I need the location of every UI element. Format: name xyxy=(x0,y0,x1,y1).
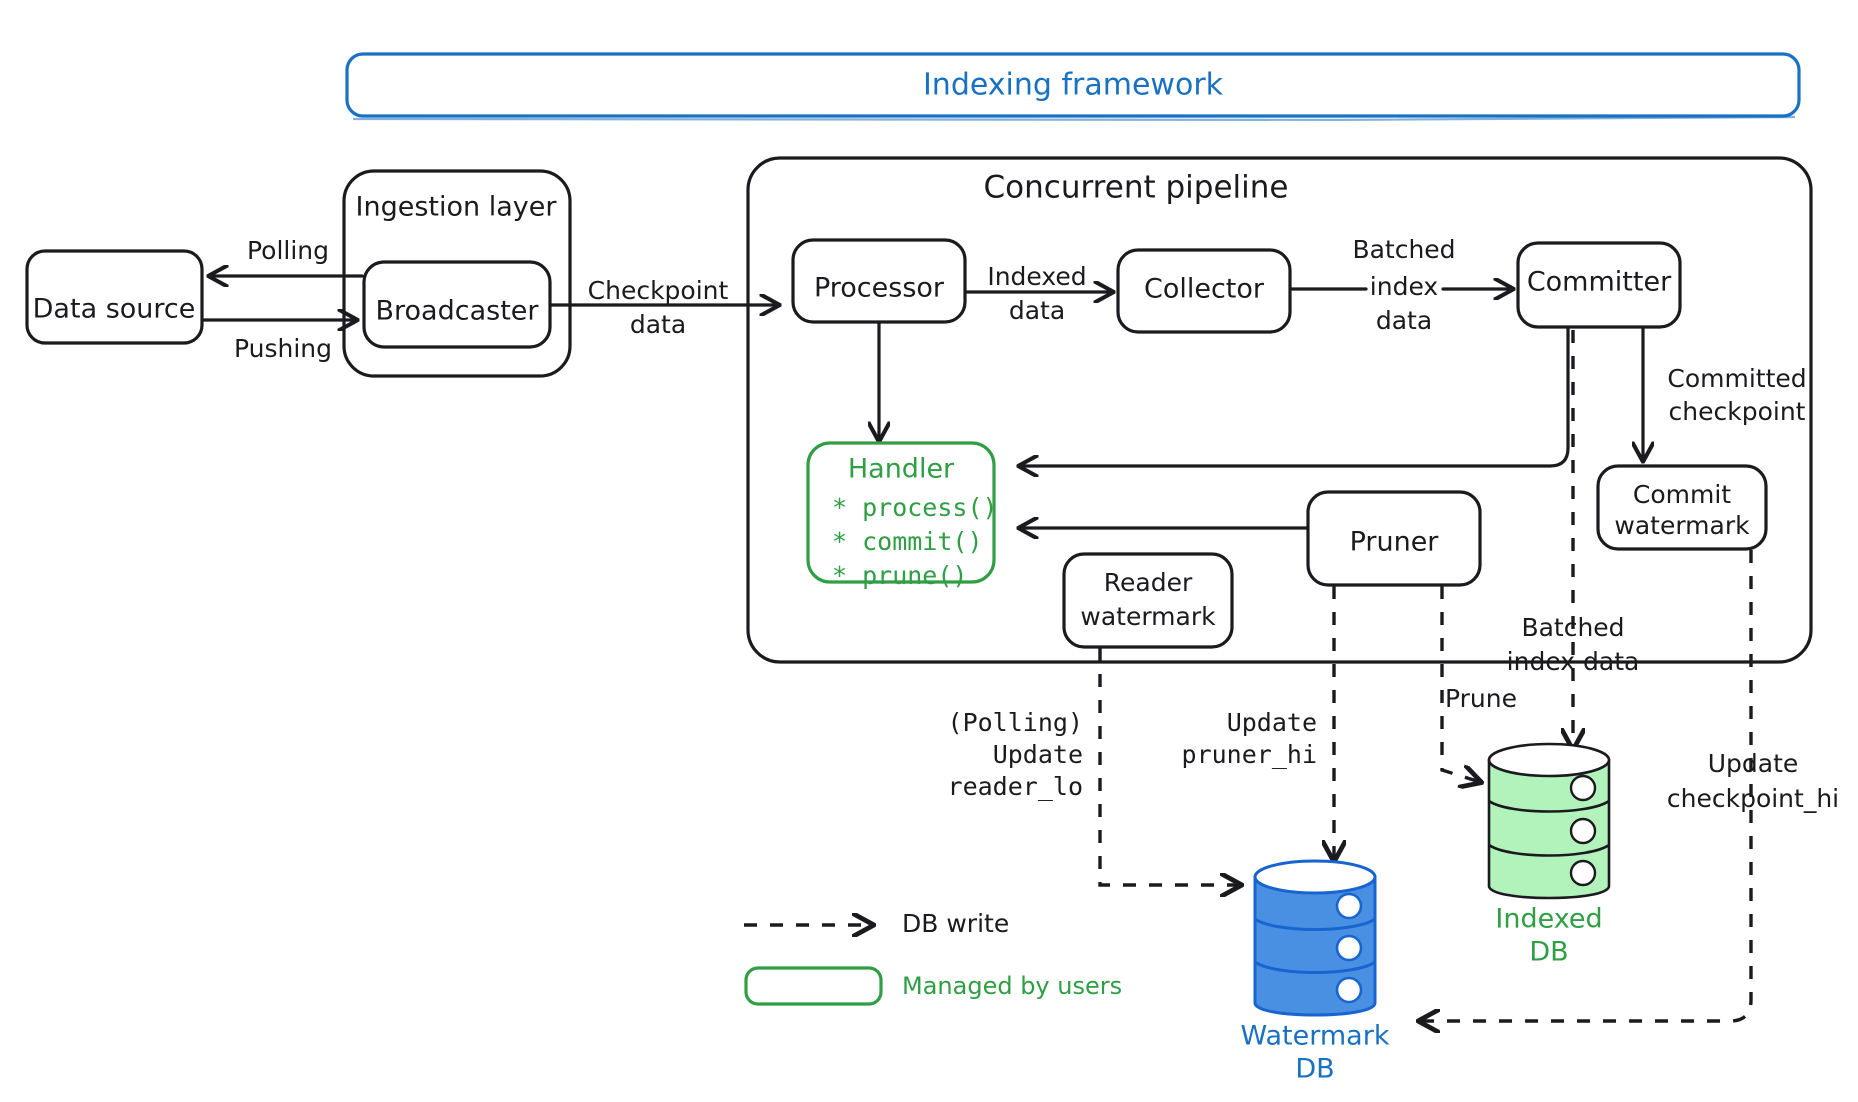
legend-db-write-row: DB write xyxy=(744,909,1009,938)
update-reader-lo-label-3: reader_lo xyxy=(948,772,1083,801)
legend-managed-row: Managed by users xyxy=(744,966,1122,1006)
node-processor[interactable]: Processor xyxy=(791,238,967,324)
node-collector[interactable]: Collector xyxy=(1116,248,1292,334)
indexed-data-label-2: data xyxy=(1009,296,1065,325)
edge-update-reader-lo: (Polling) Update reader_lo xyxy=(948,648,1240,885)
legend: DB write Managed by users xyxy=(744,909,1122,1006)
edge-update-pruner-hi: Update pruner_hi xyxy=(1182,586,1334,860)
committed-checkpoint-label-2: checkpoint xyxy=(1669,397,1806,426)
commit-watermark-label-2: watermark xyxy=(1614,511,1750,540)
indexing-framework-box: Indexing framework xyxy=(345,52,1801,123)
edge-checkpoint-data: Checkpoint data xyxy=(549,276,778,339)
update-pruner-hi-label-1: Update xyxy=(1227,708,1317,737)
batched-index-data2-label-1: Batched xyxy=(1521,613,1624,642)
node-reader-watermark[interactable]: Reader watermark xyxy=(1062,552,1234,649)
watermark-db-label-2: DB xyxy=(1295,1054,1334,1085)
edge-polling: Polling xyxy=(210,236,364,276)
database-watermark-db[interactable]: Watermark DB xyxy=(1241,859,1390,1085)
checkpoint-data-label-1: Checkpoint xyxy=(588,276,729,305)
edge-prune: Prune xyxy=(1440,586,1517,782)
processor-label: Processor xyxy=(814,273,945,304)
watermark-db-label-1: Watermark xyxy=(1241,1021,1390,1052)
node-handler[interactable]: Handler * process() * commit() * prune() xyxy=(806,441,998,590)
pruner-label: Pruner xyxy=(1350,527,1440,558)
indexing-framework-label: Indexing framework xyxy=(923,68,1224,103)
committer-label: Committer xyxy=(1527,267,1672,298)
handler-method-commit: * commit() xyxy=(832,527,983,556)
concurrent-pipeline-label: Concurrent pipeline xyxy=(984,170,1289,206)
prune-label: Prune xyxy=(1445,684,1517,713)
batched-index-data2-label-2: index data xyxy=(1507,647,1640,676)
edge-pushing: Pushing xyxy=(202,320,356,363)
legend-db-write-label: DB write xyxy=(902,909,1009,938)
pushing-label: Pushing xyxy=(234,334,332,363)
node-pruner[interactable]: Pruner xyxy=(1306,490,1482,587)
checkpoint-data-label-2: data xyxy=(630,310,686,339)
node-commit-watermark[interactable]: Commit watermark xyxy=(1596,464,1768,551)
broadcaster-label: Broadcaster xyxy=(376,296,540,327)
update-reader-lo-label-1: (Polling) xyxy=(948,708,1083,737)
legend-managed-label: Managed by users xyxy=(902,972,1122,1000)
edge-indexed-data: Indexed data xyxy=(964,262,1112,325)
node-broadcaster[interactable]: Broadcaster xyxy=(362,260,552,349)
reader-watermark-label-1: Reader xyxy=(1104,568,1193,597)
collector-label: Collector xyxy=(1144,274,1265,305)
indexed-data-label-1: Indexed xyxy=(987,262,1086,291)
edge-committer-to-handler xyxy=(1020,326,1570,466)
indexed-db-label-2: DB xyxy=(1529,937,1568,968)
ingestion-layer-group: Ingestion layer xyxy=(342,169,572,378)
handler-method-prune: * prune() xyxy=(832,561,967,590)
update-pruner-hi-label-2: pruner_hi xyxy=(1182,740,1317,769)
batched-index-data-label-2: index xyxy=(1370,272,1438,301)
commit-watermark-label-1: Commit xyxy=(1633,480,1731,509)
node-data-source[interactable]: Data source xyxy=(25,249,204,345)
committed-checkpoint-label-1: Committed xyxy=(1667,364,1806,393)
concurrent-pipeline-group: Concurrent pipeline xyxy=(746,156,1813,664)
indexed-db-label-1: Indexed xyxy=(1495,904,1602,935)
update-checkpoint-hi-label-1: Update xyxy=(1708,749,1799,778)
ingestion-layer-label: Ingestion layer xyxy=(356,192,558,223)
edge-update-checkpoint-hi: Update checkpoint_hi xyxy=(1420,550,1839,1021)
batched-index-data-label-3: data xyxy=(1376,306,1432,335)
reader-watermark-label-2: watermark xyxy=(1080,602,1216,631)
update-reader-lo-label-2: Update xyxy=(993,740,1083,769)
batched-index-data-label-1: Batched xyxy=(1352,235,1455,264)
edge-committed-checkpoint: Committed checkpoint xyxy=(1643,326,1807,460)
update-checkpoint-hi-label-2: checkpoint_hi xyxy=(1667,784,1839,813)
handler-title: Handler xyxy=(848,454,955,485)
data-source-label: Data source xyxy=(33,294,196,325)
edge-batched-index-data-to-db: Batched index data xyxy=(1507,330,1640,748)
handler-method-process: * process() xyxy=(832,493,998,522)
database-indexed-db[interactable]: Indexed DB xyxy=(1487,742,1611,968)
polling-label: Polling xyxy=(247,236,329,265)
node-committer[interactable]: Committer xyxy=(1516,241,1682,329)
edge-batched-index-data: Batched index data xyxy=(1289,235,1512,335)
